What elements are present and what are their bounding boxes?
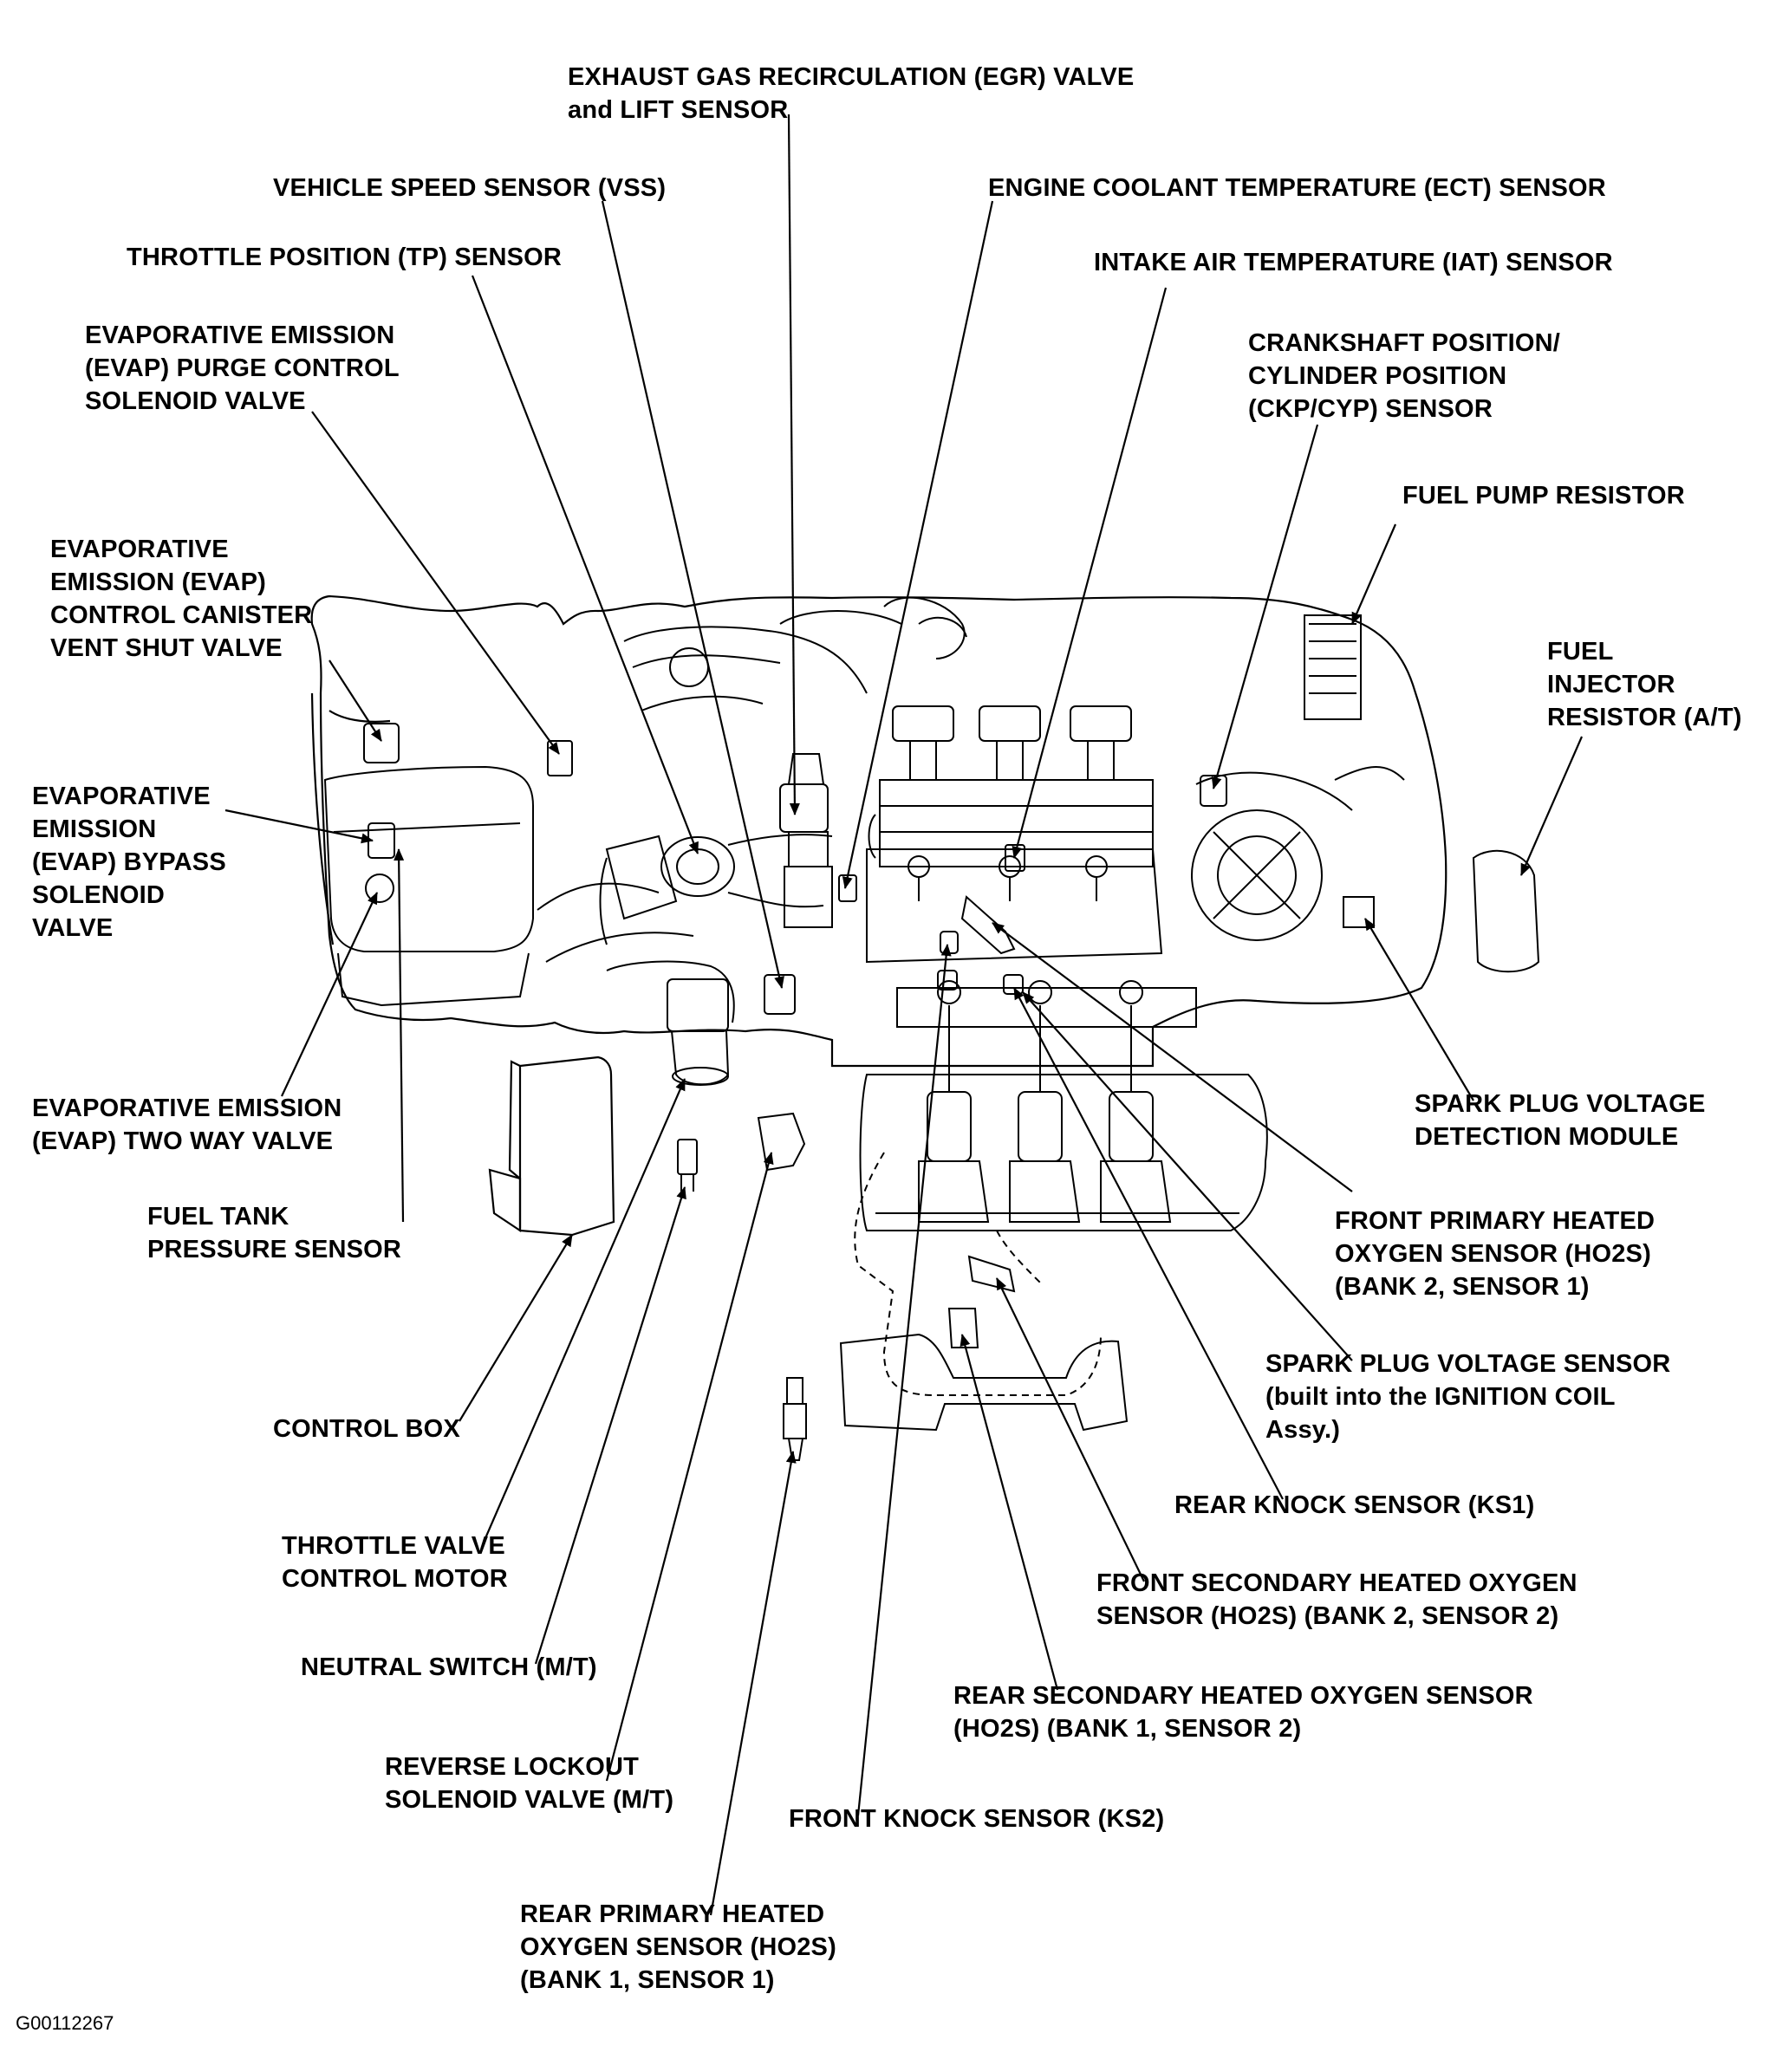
leader-throttle-motor <box>484 1078 686 1539</box>
egr-valve-body <box>779 753 833 928</box>
leader-front-primary-ho2s <box>992 922 1353 1192</box>
label-evap-purge-valve: EVAPORATIVE EMISSION (EVAP) PURGE CONTRO… <box>85 322 400 415</box>
label-iat-sensor: INTAKE AIR TEMPERATURE (IAT) SENSOR <box>1094 249 1613 276</box>
engine-bay-outline <box>310 594 1447 1068</box>
label-reverse-lockout-solenoid: REVERSE LOCKOUT SOLENOID VALVE (M/T) <box>385 1753 674 1814</box>
leader-tp <box>471 275 699 854</box>
leader-evap-two-way <box>281 892 378 1097</box>
leader-evap-bypass <box>224 809 374 844</box>
leader-rear-secondary-ho2s <box>960 1334 1059 1691</box>
leader-vss <box>601 200 784 989</box>
leader-fuel-tank-pressure <box>394 848 405 1223</box>
leader-rear-knock <box>1013 987 1284 1500</box>
label-spark-plug-voltage-module: SPARK PLUG VOLTAGE DETECTION MODULE <box>1415 1090 1706 1151</box>
leader-iat <box>1012 287 1168 859</box>
leader-spark-sensor <box>1022 991 1353 1361</box>
intake-duct <box>606 960 735 1086</box>
label-throttle-valve-control-motor: THROTTLE VALVE CONTROL MOTOR <box>282 1532 508 1593</box>
engine-block-lower <box>859 1074 1268 1231</box>
label-fuel-tank-pressure-sensor: FUEL TANK PRESSURE SENSOR <box>147 1203 402 1263</box>
label-front-secondary-ho2s: FRONT SECONDARY HEATED OXYGEN SENSOR (HO… <box>1096 1569 1578 1630</box>
leader-control-box <box>459 1234 573 1422</box>
leader-neutral-switch <box>534 1186 686 1665</box>
leader-front-secondary-ho2s <box>996 1277 1145 1582</box>
label-evap-two-way-valve: EVAPORATIVE EMISSION (EVAP) TWO WAY VALV… <box>32 1094 342 1155</box>
leader-evap-vent <box>329 659 382 742</box>
leader-lines <box>224 114 1584 1916</box>
label-front-primary-ho2s: FRONT PRIMARY HEATED OXYGEN SENSOR (HO2S… <box>1335 1207 1656 1301</box>
label-evap-bypass-valve: EVAPORATIVE EMISSION (EVAP) BYPASS SOLEN… <box>32 783 226 942</box>
label-egr-valve: EXHAUST GAS RECIRCULATION (EGR) VALVE an… <box>568 63 1135 124</box>
rear-cylinder-bank <box>868 705 1154 867</box>
label-control-box: CONTROL BOX <box>273 1415 460 1443</box>
intake-manifold <box>623 596 967 711</box>
label-spark-plug-voltage-sensor: SPARK PLUG VOLTAGE SENSOR (built into th… <box>1265 1350 1671 1444</box>
leader-fuel-pump-resistor <box>1350 523 1397 625</box>
label-fuel-injector-resistor: FUEL INJECTOR RESISTOR (A/T) <box>1547 638 1742 731</box>
leader-egr <box>787 114 800 815</box>
label-rear-secondary-ho2s: REAR SECONDARY HEATED OXYGEN SENSOR (HO2… <box>953 1682 1533 1743</box>
front-cylinder-bank <box>896 980 1197 1223</box>
label-rear-knock-sensor: REAR KNOCK SENSOR (KS1) <box>1174 1491 1535 1519</box>
oil-pan-outline <box>854 1152 1102 1396</box>
leader-reverse-lockout <box>605 1152 774 1782</box>
label-fuel-pump-resistor: FUEL PUMP RESISTOR <box>1402 482 1685 510</box>
label-vss: VEHICLE SPEED SENSOR (VSS) <box>273 174 667 202</box>
leader-ckp <box>1211 424 1319 789</box>
figure-id: G00112267 <box>16 2012 114 2034</box>
label-evap-vent-shut-valve: EVAPORATIVE EMISSION (EVAP) CONTROL CANI… <box>50 536 313 662</box>
label-rear-primary-ho2s: REAR PRIMARY HEATED OXYGEN SENSOR (HO2S)… <box>520 1900 836 1994</box>
leader-fuel-injector <box>1519 736 1584 876</box>
label-tp-sensor: THROTTLE POSITION (TP) SENSOR <box>127 244 563 271</box>
evap-canister-box <box>323 765 534 1007</box>
leader-front-knock <box>856 944 952 1816</box>
leader-ect <box>842 200 994 889</box>
alternator <box>1191 614 1405 941</box>
label-front-knock-sensor: FRONT KNOCK SENSOR (KS2) <box>789 1805 1165 1833</box>
leader-spark-module <box>1364 918 1474 1101</box>
label-ect-sensor: ENGINE COOLANT TEMPERATURE (ECT) SENSOR <box>988 174 1606 202</box>
leader-evap-purge <box>311 411 560 755</box>
label-neutral-switch: NEUTRAL SWITCH (M/T) <box>301 1653 597 1681</box>
leader-rear-primary-ho2s <box>709 1451 797 1916</box>
control-box-shape <box>488 1055 615 1237</box>
rear-valve-cover <box>866 848 1163 964</box>
transmission <box>839 1333 1129 1432</box>
label-ckp-cyp-sensor: CRANKSHAFT POSITION/ CYLINDER POSITION (… <box>1248 329 1561 423</box>
